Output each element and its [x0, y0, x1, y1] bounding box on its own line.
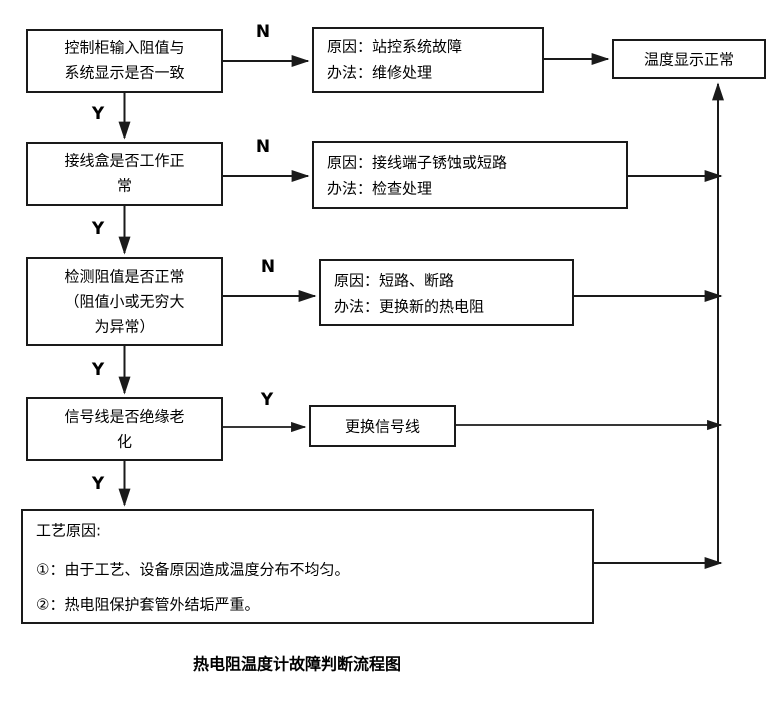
- process-cause-line-1: 工艺原因:: [36, 522, 101, 540]
- outcome-box-3-line-1: 原因：短路、断路: [334, 272, 454, 290]
- decision-box-1-frame: [26, 29, 223, 93]
- outcome-box-4-label: 更换信号线: [345, 418, 420, 436]
- decision-box-2[interactable]: 接线盒是否工作正 常: [26, 142, 223, 206]
- diagram-caption: 热电阻温度计故障判断流程图: [193, 655, 401, 674]
- terminal-box-frame: [612, 39, 766, 79]
- decision-box-3-frame: [26, 257, 223, 346]
- decision-box-1[interactable]: 控制柜输入阻值与 系统显示是否一致: [26, 29, 223, 93]
- process-cause-box-frame: [21, 509, 594, 624]
- outcome-box-1[interactable]: 原因：站控系统故障 办法：维修处理: [312, 27, 544, 93]
- decision-box-2-line-2: 常: [117, 177, 132, 195]
- decision-box-1-line-1: 控制柜输入阻值与: [64, 39, 184, 57]
- outcome-box-4[interactable]: 更换信号线: [309, 405, 456, 447]
- decision-box-3[interactable]: 检测阻值是否正常 （阻值小或无穷大 为异常）: [26, 257, 223, 346]
- branch-label-yes-2: Y: [91, 219, 105, 239]
- outcome-box-4-frame: [309, 405, 456, 447]
- decision-box-1-line-2: 系统显示是否一致: [64, 64, 184, 82]
- decision-box-2-frame: [26, 142, 223, 206]
- decision-box-3-line-1: 检测阻值是否正常: [64, 268, 184, 286]
- outcome-box-3-frame: [319, 259, 574, 326]
- branch-label-no-3: N: [261, 257, 275, 277]
- process-cause-line-3: ②：热电阻保护套管外结垢严重。: [36, 596, 259, 614]
- decision-box-2-line-1: 接线盒是否工作正: [64, 152, 184, 170]
- decision-box-4-frame: [26, 397, 223, 461]
- outcome-box-2[interactable]: 原因：接线端子锈蚀或短路 办法：检查处理: [312, 141, 628, 209]
- branch-label-yes-4: Y: [91, 474, 105, 494]
- outcome-box-1-line-2: 办法：维修处理: [327, 64, 432, 82]
- branch-label-no-4: Y: [260, 390, 274, 410]
- outcome-box-2-line-1: 原因：接线端子锈蚀或短路: [327, 154, 507, 172]
- decision-box-4-line-1: 信号线是否绝缘老: [64, 408, 184, 426]
- terminal-box-normal-display[interactable]: 温度显示正常: [612, 39, 766, 79]
- decision-box-4[interactable]: 信号线是否绝缘老 化: [26, 397, 223, 461]
- branch-label-yes-1: Y: [91, 104, 105, 124]
- outcome-box-2-frame: [312, 141, 628, 209]
- terminal-box-label: 温度显示正常: [644, 51, 734, 69]
- branch-label-no-1: N: [256, 22, 270, 42]
- decision-box-4-line-2: 化: [117, 433, 132, 451]
- outcome-box-1-frame: [312, 27, 544, 93]
- outcome-box-3[interactable]: 原因：短路、断路 办法：更换新的热电阻: [319, 259, 574, 326]
- process-cause-box[interactable]: 工艺原因: ①：由于工艺、设备原因造成温度分布不均匀。 ②：热电阻保护套管外结垢…: [21, 509, 594, 624]
- outcome-box-2-line-2: 办法：检查处理: [327, 180, 432, 198]
- branch-label-no-2: N: [256, 137, 270, 157]
- outcome-box-1-line-1: 原因：站控系统故障: [327, 38, 462, 56]
- decision-box-3-line-2: （阻值小或无穷大: [64, 293, 184, 311]
- decision-box-3-line-3: 为异常）: [94, 318, 154, 336]
- branch-label-yes-3: Y: [91, 360, 105, 380]
- outcome-box-3-line-2: 办法：更换新的热电阻: [334, 298, 484, 316]
- process-cause-line-2: ①：由于工艺、设备原因造成温度分布不均匀。: [36, 561, 349, 579]
